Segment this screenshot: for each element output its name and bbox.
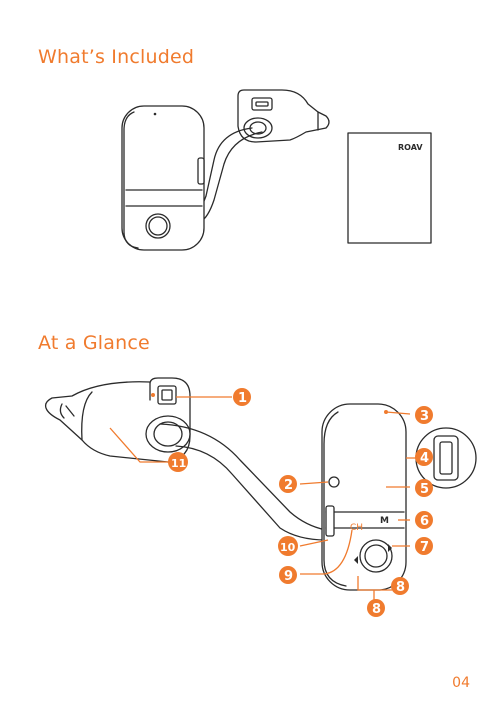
- callout-7: 7: [415, 537, 433, 555]
- callout-9: 9: [279, 566, 297, 584]
- fm-transmitter-large: CH M: [322, 404, 406, 590]
- svg-text:10: 10: [280, 541, 296, 554]
- callout-2: 2: [279, 475, 297, 493]
- callout-3: 3: [415, 406, 433, 424]
- svg-text:5: 5: [420, 482, 429, 497]
- callout-8-right: 8: [391, 577, 409, 595]
- m-label: M: [380, 516, 389, 526]
- callout-4: 4: [415, 448, 433, 466]
- callout-10: 10: [278, 536, 298, 556]
- svg-text:1: 1: [238, 391, 247, 406]
- callout-11: 11: [168, 452, 188, 472]
- callout-5: 5: [415, 479, 433, 497]
- svg-text:3: 3: [420, 409, 429, 424]
- svg-text:4: 4: [420, 451, 429, 466]
- svg-text:2: 2: [284, 478, 293, 493]
- svg-text:9: 9: [284, 569, 293, 584]
- svg-text:8: 8: [396, 580, 405, 595]
- callout-6: 6: [415, 511, 433, 529]
- svg-text:11: 11: [171, 457, 186, 470]
- callout-1: 1: [233, 388, 251, 406]
- car-charger-large: [46, 378, 190, 462]
- svg-text:7: 7: [420, 540, 429, 555]
- svg-text:8: 8: [372, 602, 381, 617]
- svg-text:6: 6: [420, 514, 429, 529]
- callout-8-bottom: 8: [367, 599, 385, 617]
- page-number: 04: [452, 675, 470, 691]
